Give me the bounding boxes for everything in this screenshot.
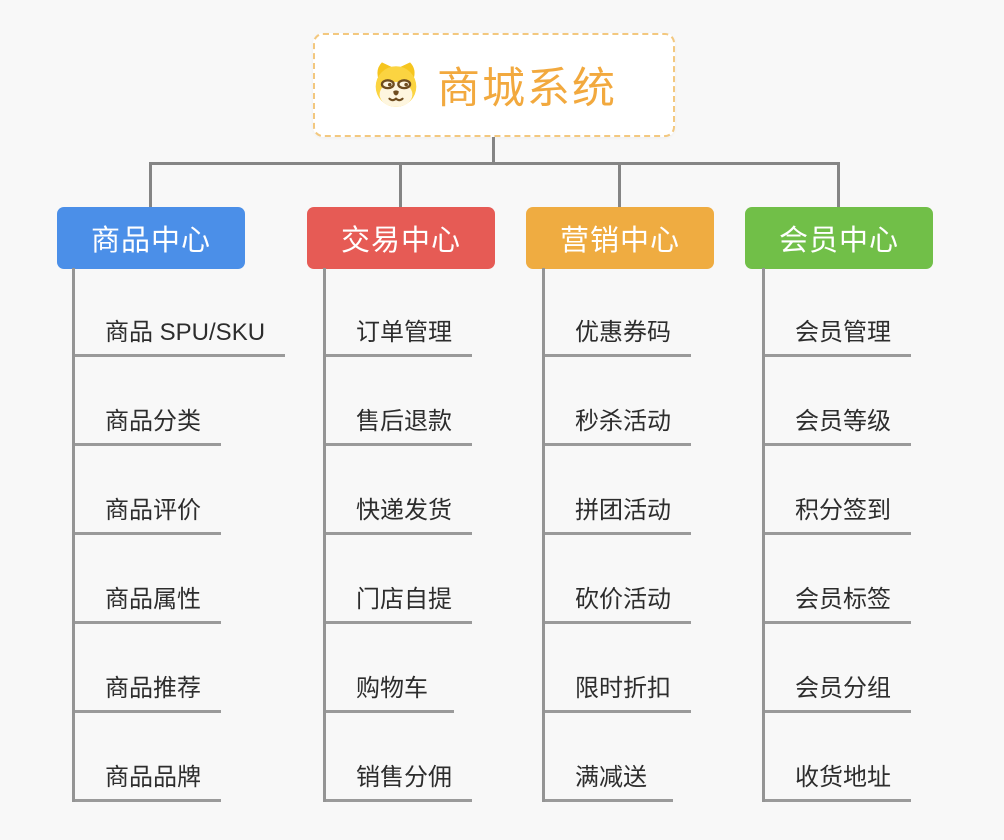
- leaf-node[interactable]: 会员管理: [765, 268, 911, 357]
- leaf-column-product-center: 商品 SPU/SKU 商品分类 商品评价 商品属性 商品推荐 商品品牌: [72, 268, 286, 802]
- leaf-node[interactable]: 快递发货: [326, 446, 472, 535]
- leaf-node[interactable]: 限时折扣: [545, 624, 691, 713]
- leaf-node[interactable]: 门店自提: [326, 535, 472, 624]
- leaf-node[interactable]: 购物车: [326, 624, 454, 713]
- leaf-node[interactable]: 满减送: [545, 713, 673, 802]
- leaf-node[interactable]: 商品推荐: [75, 624, 221, 713]
- leaf-node[interactable]: 商品品牌: [75, 713, 221, 802]
- leaf-node[interactable]: 秒杀活动: [545, 357, 691, 446]
- branch-node-product-center[interactable]: 商品中心: [57, 207, 245, 269]
- root-node-label: 商城系统: [437, 65, 617, 113]
- dog-face-icon: [375, 62, 417, 107]
- leaf-column-marketing-center: 优惠券码 秒杀活动 拼团活动 砍价活动 限时折扣 满减送: [542, 268, 691, 802]
- branch-node-trade-center[interactable]: 交易中心: [307, 207, 495, 269]
- connector-horizontal-rail: [150, 162, 839, 165]
- leaf-node[interactable]: 商品属性: [75, 535, 221, 624]
- leaf-node[interactable]: 优惠券码: [545, 268, 691, 357]
- leaf-node[interactable]: 商品分类: [75, 357, 221, 446]
- leaf-node[interactable]: 砍价活动: [545, 535, 691, 624]
- leaf-column-trade-center: 订单管理 售后退款 快递发货 门店自提 购物车 销售分佣: [323, 268, 472, 802]
- connector-drop-line: [399, 162, 402, 207]
- leaf-node[interactable]: 拼团活动: [545, 446, 691, 535]
- leaf-node[interactable]: 积分签到: [765, 446, 911, 535]
- connector-drop-line: [618, 162, 621, 207]
- leaf-node[interactable]: 售后退款: [326, 357, 472, 446]
- branch-node-marketing-center[interactable]: 营销中心: [526, 207, 714, 269]
- leaf-node[interactable]: 会员标签: [765, 535, 911, 624]
- leaf-node[interactable]: 订单管理: [326, 268, 472, 357]
- leaf-node[interactable]: 商品评价: [75, 446, 221, 535]
- connector-drop-line: [837, 162, 840, 207]
- leaf-column-member-center: 会员管理 会员等级 积分签到 会员标签 会员分组 收货地址: [762, 268, 911, 802]
- connector-drop-line: [149, 162, 152, 207]
- connector-trunk-line: [492, 137, 495, 164]
- branch-node-member-center[interactable]: 会员中心: [745, 207, 933, 269]
- root-node[interactable]: 商城系统: [313, 33, 675, 137]
- leaf-node[interactable]: 商品 SPU/SKU: [75, 268, 286, 357]
- leaf-node[interactable]: 收货地址: [765, 713, 911, 802]
- leaf-node[interactable]: 会员分组: [765, 624, 911, 713]
- leaf-node[interactable]: 销售分佣: [326, 713, 472, 802]
- leaf-node[interactable]: 会员等级: [765, 357, 911, 446]
